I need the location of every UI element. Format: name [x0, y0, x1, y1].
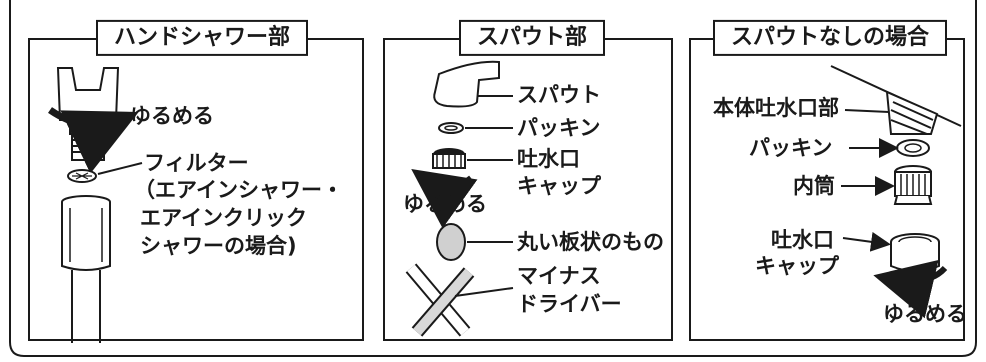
- screwdriver-label-line-1: マイナス: [517, 264, 601, 288]
- filter-note-line-1: （エアインシャワー・: [134, 178, 343, 202]
- no-spout-illustration: [830, 65, 962, 319]
- no-spout-outlet-label-line-1: 吐水口: [771, 228, 834, 252]
- hand-shower-title: ハンドシャワー部: [96, 19, 309, 57]
- spout-loosen-label: ゆるめる: [403, 192, 487, 216]
- no-spout-packing-label: パッキン: [749, 136, 833, 160]
- no-spout-title: スパウトなしの場合: [713, 19, 948, 57]
- no-spout-loosen-label: ゆるめる: [883, 302, 967, 326]
- hand-shower-loosen-label: ゆるめる: [130, 104, 214, 128]
- spout-label: スパウト: [517, 83, 601, 107]
- no-spout-outlet-label-line-2: キャップ: [755, 254, 839, 278]
- screwdriver-label-line-2: ドライバー: [517, 292, 622, 316]
- panel-spout: スパウト部 スパウト パッキン 吐水口 キャップ ゆるめる 丸い板状のもの マイ…: [383, 19, 673, 341]
- hand-shower-illustration: [48, 67, 143, 343]
- spout-packing-label: パッキン: [517, 116, 601, 140]
- round-plate-label: 丸い板状のもの: [517, 230, 664, 254]
- filter-label: フィルター: [144, 151, 249, 175]
- body-outlet-label: 本体吐水口部: [713, 96, 839, 120]
- spout-title: スパウト部: [459, 19, 606, 57]
- filter-note-line-2: エアインクリック: [140, 206, 307, 230]
- spout-outlet-label-line-2: キャップ: [517, 174, 601, 198]
- spout-outlet-label-line-1: 吐水口: [517, 147, 580, 171]
- panel-hand-shower: ハンドシャワー部 ゆるめる フィルター （エアインシャワー・ エアインクリック …: [28, 19, 364, 343]
- panel-no-spout: スパウトなしの場合 本体吐水口部 パッキン 内筒 吐水口 キャップ ゆるめる: [689, 19, 967, 341]
- inner-tube-label: 内筒: [793, 174, 835, 198]
- filter-note-line-3: シャワーの場合): [140, 234, 297, 258]
- spout-illustration: [405, 60, 514, 337]
